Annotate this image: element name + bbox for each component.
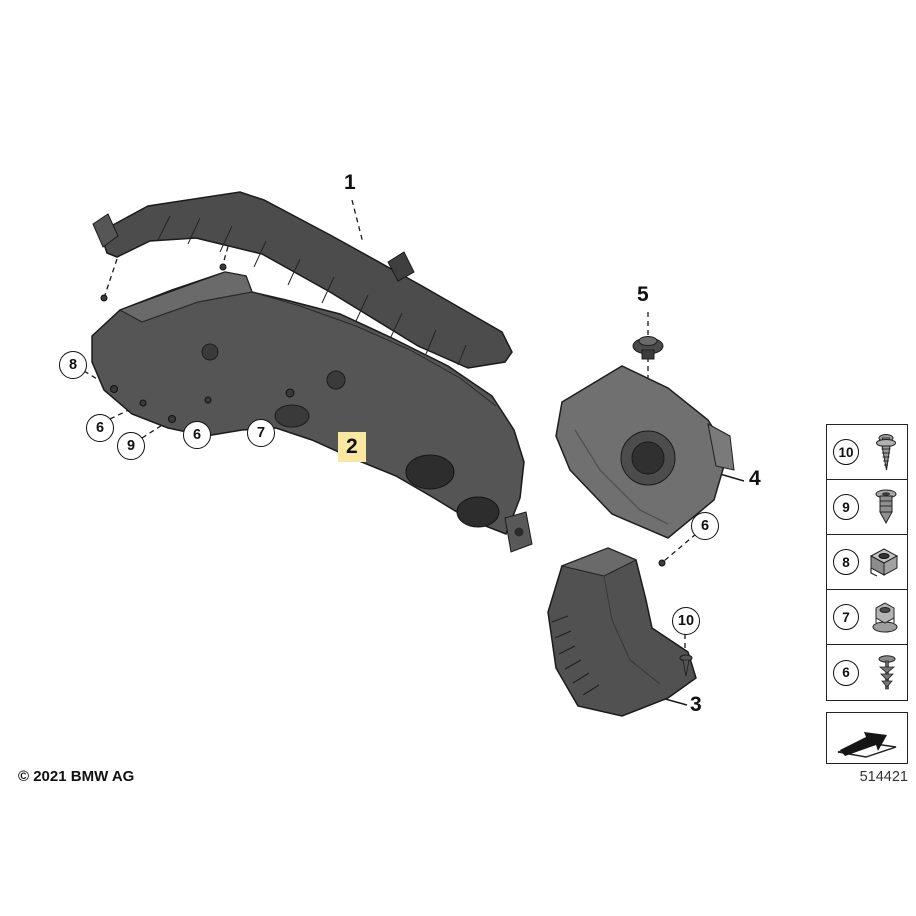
part-5-grommet-cap [632,336,664,360]
screw-icon [871,432,901,472]
hex-nut-icon [869,598,901,636]
legend-row-6[interactable]: 6 [827,645,907,700]
callout-fastener-8[interactable]: 8 [59,351,87,379]
part-3-rib-lines [551,615,600,696]
part-1-mid-bracket [387,251,415,282]
part-1-left-bracket [92,213,119,248]
legend-row-8[interactable]: 8 [827,535,907,590]
callout-part-2-highlighted[interactable]: 2 [338,432,366,462]
expanding-nut-icon [871,487,901,527]
part-3-lower-bracket [547,547,697,717]
callout-fastener-9[interactable]: 9 [117,432,145,460]
legend-number-7: 7 [833,604,859,630]
part-4-corner-bracket [707,423,735,471]
part-4-side-panel [555,365,735,539]
callout-fastener-7[interactable]: 7 [247,419,275,447]
push-clip-icon [873,653,901,693]
copyright-text: © 2021 BMW AG [18,768,135,785]
callout-part-4[interactable]: 4 [749,467,761,490]
legend-number-6: 6 [833,659,859,686]
part-1-cowl-panel [92,191,513,369]
part-1-grille-hatching [157,215,467,366]
callout-fastener-6-right[interactable]: 6 [691,512,719,540]
cage-nut-icon [867,543,901,581]
callout-part-5[interactable]: 5 [637,283,649,306]
legend-row-7[interactable]: 7 [827,590,907,645]
part-2-firewall-panel [91,271,533,553]
legend-number-10: 10 [833,439,859,465]
legend-number-9: 9 [833,494,859,520]
callout-fastener-6-mid[interactable]: 6 [183,421,211,449]
legend-row-9[interactable]: 9 [827,480,907,535]
callout-part-3[interactable]: 3 [690,693,702,716]
direction-symbol-box [826,712,908,764]
legend-number-8: 8 [833,549,859,575]
direction-arrow-icon [837,732,897,758]
callout-fastener-10[interactable]: 10 [672,607,700,635]
diagram-number: 514421 [859,769,908,785]
fastener-markers [100,263,666,567]
callout-fastener-6-left[interactable]: 6 [86,414,114,442]
fastener-legend: 10 9 [826,424,908,701]
screw-marker [679,654,693,677]
callout-part-1[interactable]: 1 [344,171,356,194]
legend-row-10[interactable]: 10 [827,425,907,480]
